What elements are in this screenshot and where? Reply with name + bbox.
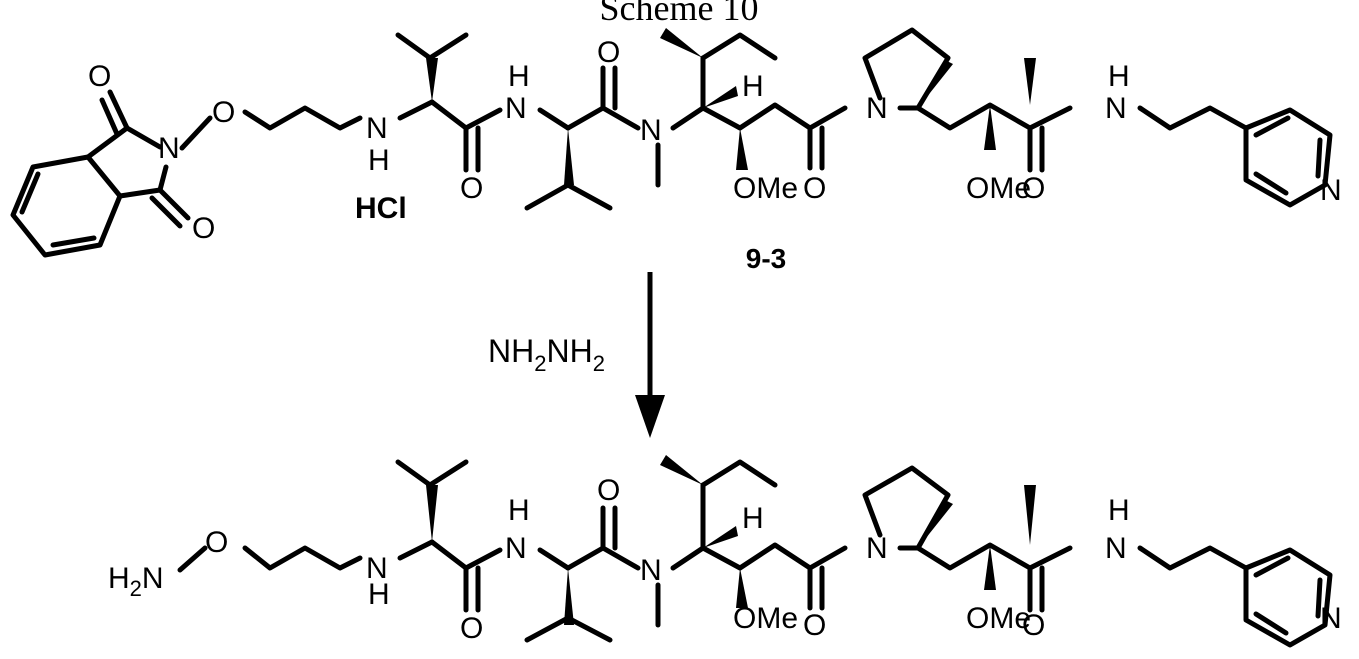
atom-O: O [460, 612, 483, 645]
atom-N: N [640, 114, 662, 147]
benzene-inner-bond-2 [53, 238, 94, 245]
atom-N: N [1320, 602, 1342, 635]
atom-H: H [742, 502, 764, 535]
atom-O: O [803, 609, 826, 642]
atom-O: O [597, 474, 620, 507]
atom-H: H [368, 144, 390, 177]
atom-N: N [366, 112, 388, 145]
atom-H: H [508, 494, 530, 527]
atom-O: O [803, 172, 826, 205]
hcl-salt-label: HCl [355, 192, 407, 225]
reagent-label: NH2NH2 [488, 333, 605, 376]
atom-O: O [88, 60, 111, 93]
atom-O: O [460, 172, 483, 205]
atom-N: N [866, 532, 888, 565]
atom-O: O [1022, 609, 1045, 642]
atom-H: H [742, 70, 764, 103]
atom-O: O [597, 36, 620, 69]
methoxy-label: OMe [733, 602, 798, 635]
reaction-arrow [635, 272, 665, 438]
methoxy-label: OMe [733, 172, 798, 205]
atom-N: N [1105, 92, 1127, 125]
atom-N: N [505, 532, 527, 565]
atom-N: N [158, 132, 180, 165]
atom-O: O [212, 96, 235, 129]
atom-N: N [1320, 174, 1342, 207]
atom-N: N [505, 92, 527, 125]
atom-H: H [368, 578, 390, 611]
atom-H: H [508, 60, 530, 93]
scheme-title: Scheme 10 [600, 0, 759, 28]
atom-H: H [1108, 60, 1130, 93]
atom-N: N [1105, 532, 1127, 565]
atom-O: O [1022, 172, 1045, 205]
atom-H: H [1108, 494, 1130, 527]
compound-label: 9-3 [746, 243, 786, 274]
atom-labels-top: O N O O N H HCl O H N O N H OMe O N OMe … [88, 36, 1342, 245]
arrow-head [635, 395, 665, 438]
atom-N: N [640, 554, 662, 587]
atom-N: N [866, 92, 888, 125]
atom-O: O [205, 526, 228, 559]
imide-ring [88, 128, 160, 157]
atom-O: O [192, 212, 215, 245]
aminooxy-label: H2N [108, 562, 164, 601]
